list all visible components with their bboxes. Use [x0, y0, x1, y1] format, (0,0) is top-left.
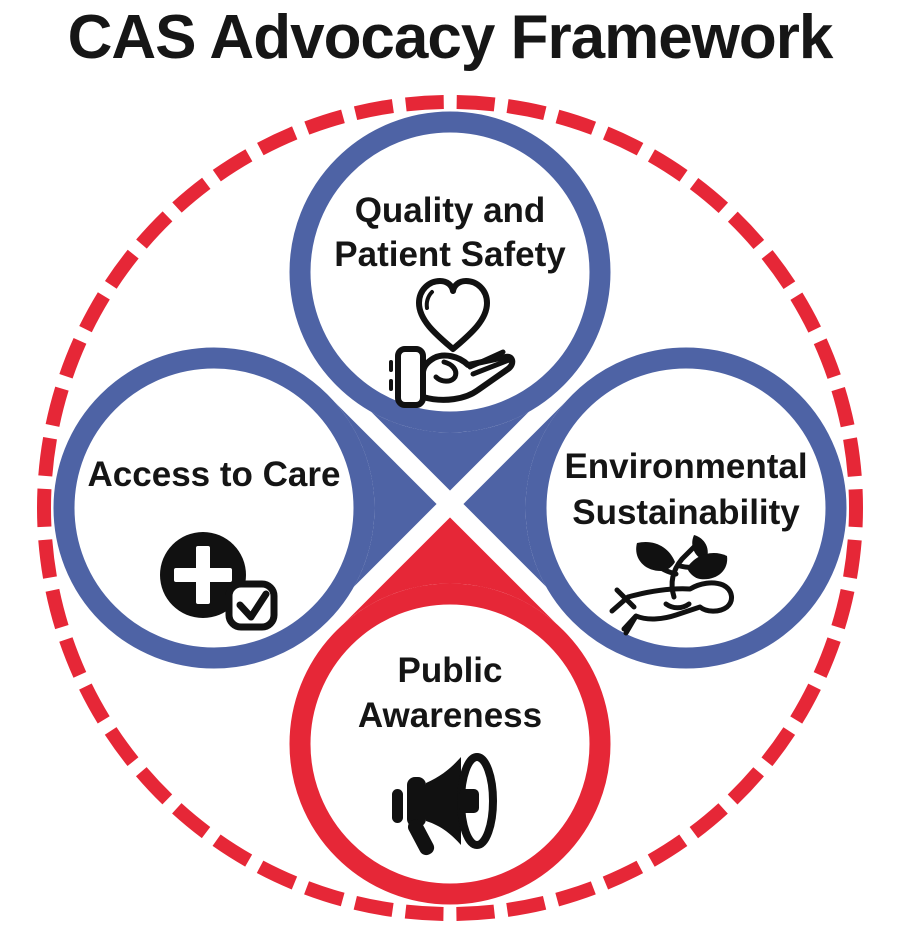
circle-rings [53, 111, 847, 905]
page-title: CAS Advocacy Framework [67, 3, 834, 72]
megaphone-icon [392, 753, 497, 856]
label-public-line1: Public [397, 651, 502, 690]
plant-hand [609, 580, 734, 636]
heart-outline [416, 278, 490, 352]
ring-public-awareness [289, 583, 611, 905]
megaphone-nozzle [459, 789, 479, 813]
interior-environment [525, 347, 847, 669]
plant-leaf-left [636, 541, 675, 571]
divider-strip-ne-sw [266, 320, 634, 688]
cross-horizontal [174, 568, 232, 582]
label-environment-line2: Sustainability [572, 493, 800, 532]
megaphone-cone [426, 757, 461, 845]
plant-leaf-right [687, 553, 728, 580]
interior-public [289, 583, 611, 905]
megaphone-cap [392, 789, 403, 823]
heart-in-hand-icon [389, 278, 516, 408]
medical-cross-check-icon [160, 532, 278, 631]
outer-dashed-circle [37, 95, 863, 921]
label-access: Access to Care [88, 455, 341, 494]
label-environment-line1: Environmental [564, 447, 807, 486]
interior-quality [289, 111, 611, 433]
check-box [225, 580, 278, 631]
hand-thumb [433, 359, 459, 384]
circle-interiors [53, 111, 847, 905]
label-public-line2: Awareness [358, 696, 542, 735]
megaphone-handle [407, 819, 435, 856]
hand-cuff [395, 346, 426, 408]
plant-leaf-top [692, 535, 708, 561]
ring-environmental-sustainability [525, 347, 847, 669]
megaphone-body [407, 777, 426, 827]
heart-highlight [424, 290, 434, 310]
plant-stem [653, 544, 705, 600]
label-quality-line1: Quality and [355, 191, 546, 230]
hand-plant-icon [609, 535, 734, 636]
circle-labels: Quality and Patient Safety Access to Car… [88, 191, 808, 735]
plant-hand-detail [663, 601, 692, 611]
divider-strips [266, 320, 634, 688]
hand-fingers [467, 349, 512, 377]
interior-access [53, 347, 375, 669]
ring-quality-patient-safety [289, 111, 611, 433]
label-quality-line2: Patient Safety [334, 235, 566, 274]
check-mark [236, 590, 270, 621]
ring-access-to-care [53, 347, 375, 669]
